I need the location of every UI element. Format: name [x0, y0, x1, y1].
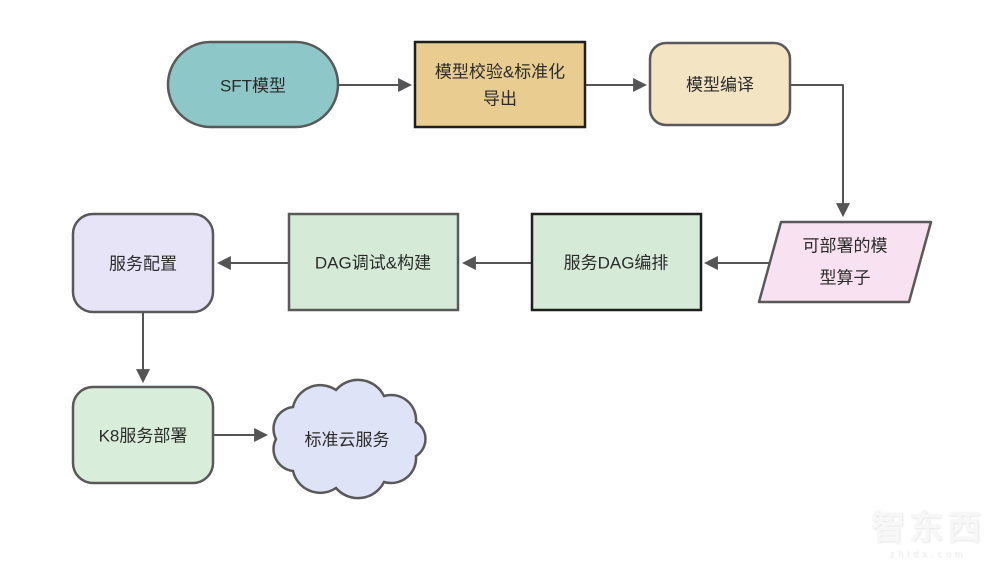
k8-service-deploy-label: K8服务部署: [99, 427, 188, 446]
edge-compile-to-operator: [790, 84, 850, 218]
node-model-compile: 模型编译: [648, 41, 792, 127]
node-service-dag-orchestration: 服务DAG编排: [530, 212, 703, 312]
sft-model-shape: [166, 40, 340, 129]
standard-cloud-service-shape: [272, 378, 427, 500]
edges-group: [136, 78, 850, 442]
node-model-validate-export: 模型校验&标准化 导出: [413, 40, 587, 129]
dag-debug-build-shape: [287, 212, 460, 312]
model-compile-label: 模型编译: [686, 76, 754, 95]
model-validate-export-label-line2: 导出: [483, 90, 517, 109]
service-config-shape: [71, 212, 215, 314]
deployable-operator-label-line2: 型算子: [820, 269, 871, 288]
model-validate-export-shape: [413, 40, 587, 129]
service-dag-orchestration-shape: [530, 212, 703, 312]
node-standard-cloud-service: 标准云服务: [272, 378, 427, 500]
model-validate-export-label-line1: 模型校验&标准化: [435, 63, 565, 82]
deployable-operator-shape: [757, 220, 933, 304]
standard-cloud-service-label: 标准云服务: [305, 431, 390, 450]
service-dag-orchestration-label: 服务DAG编排: [564, 254, 669, 273]
k8-service-deploy-shape: [71, 385, 215, 485]
deployable-operator-label-line1: 可部署的模: [803, 237, 888, 256]
node-sft-model: SFT模型: [166, 40, 340, 129]
node-dag-debug-build: DAG调试&构建: [287, 212, 460, 312]
dag-debug-build-label: DAG调试&构建: [315, 254, 431, 273]
sft-model-label: SFT模型: [220, 77, 286, 96]
node-k8-service-deploy: K8服务部署: [71, 385, 215, 485]
service-config-label: 服务配置: [109, 255, 177, 274]
node-service-config: 服务配置: [71, 212, 215, 314]
node-deployable-operator: 可部署的模 型算子: [757, 220, 933, 304]
model-compile-shape: [648, 41, 792, 127]
